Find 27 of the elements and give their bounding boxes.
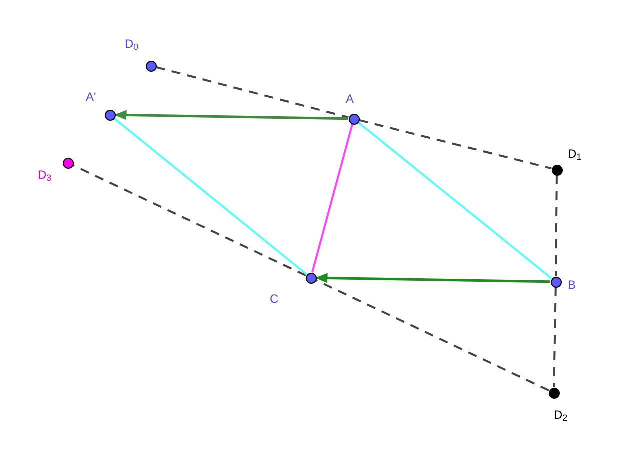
point-label: D$_{0}$: [125, 38, 139, 50]
point-label: D$_{3}$: [38, 169, 52, 181]
point: [104, 110, 116, 120]
point: [306, 272, 316, 284]
dashed-line: [555, 176, 558, 276]
vector-arrow: [315, 273, 551, 284]
dashed-line: [156, 66, 349, 119]
point-label: A': [86, 91, 96, 103]
line-segment: [358, 122, 552, 280]
dashed-line: [316, 279, 550, 392]
point-label: C: [270, 293, 279, 305]
dashed-line: [359, 119, 552, 170]
point: [550, 276, 562, 288]
point: [348, 114, 360, 124]
dashed-line: [72, 164, 306, 277]
point-label: A: [346, 93, 354, 105]
dashed-line: [553, 287, 557, 388]
line-segment: [311, 124, 354, 273]
line-segment: [114, 118, 308, 276]
point: [146, 60, 156, 72]
point: [552, 164, 562, 176]
vector-arrow: [114, 110, 349, 120]
point-label: D$_{2}$: [554, 409, 568, 421]
point-label: B: [568, 279, 576, 291]
point-label: D$_{1}$: [568, 148, 582, 160]
point: [548, 388, 560, 398]
point: [62, 158, 74, 168]
